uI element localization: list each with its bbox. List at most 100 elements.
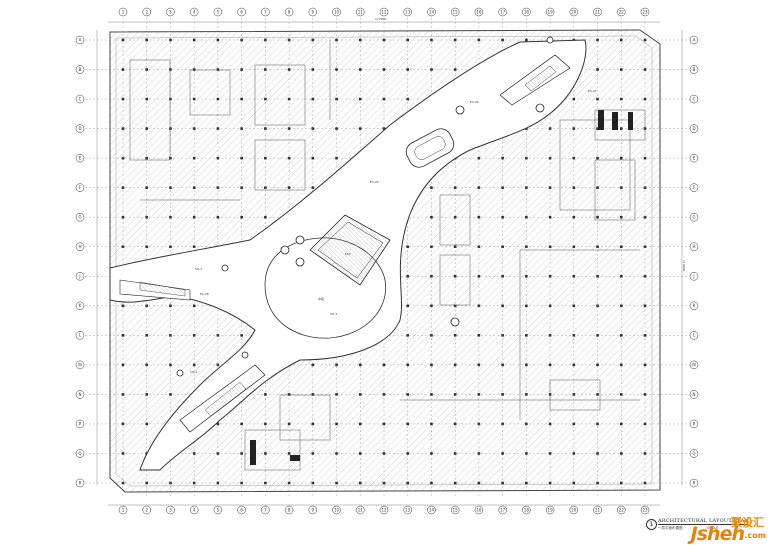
grid-bubble-column: 13 <box>403 7 412 17</box>
grid-bubble-column: 7 <box>261 7 270 17</box>
grid-bubble-column: 12 <box>379 7 389 17</box>
room-tag: ES-07 <box>588 89 597 93</box>
column-marker <box>145 156 149 160</box>
room-tag: ES-06 <box>470 100 479 104</box>
column-marker <box>145 245 149 249</box>
column-marker <box>216 38 220 42</box>
column-marker <box>643 393 647 396</box>
column-marker <box>192 481 196 485</box>
column-marker <box>596 127 599 130</box>
svg-text:21: 21 <box>595 9 601 14</box>
column-marker <box>525 186 528 189</box>
column-marker <box>287 127 291 130</box>
column-marker <box>335 393 338 396</box>
column-marker <box>121 215 125 219</box>
column-marker <box>453 304 457 308</box>
column-marker <box>453 481 457 485</box>
svg-text:17: 17 <box>500 507 506 512</box>
column-marker <box>548 156 552 160</box>
column-marker <box>453 274 457 278</box>
column-marker <box>643 68 647 71</box>
column-marker <box>145 127 149 130</box>
svg-text:4: 4 <box>193 9 196 14</box>
svg-text:A: A <box>693 37 696 42</box>
svg-text:H: H <box>692 244 695 249</box>
column-marker <box>453 363 457 367</box>
column-marker <box>169 127 172 130</box>
svg-text:8: 8 <box>288 507 291 512</box>
svg-text:F: F <box>79 185 82 190</box>
column-marker <box>525 452 528 455</box>
grid-bubble-row: E <box>75 153 85 163</box>
column-marker <box>572 304 576 308</box>
svg-text:12: 12 <box>381 507 387 512</box>
column-marker <box>311 127 315 130</box>
column-marker <box>264 422 267 426</box>
column-marker <box>145 334 149 337</box>
grid-bubble-row: Q <box>689 449 699 458</box>
column-marker <box>240 422 243 426</box>
grid-bubble-column: 23 <box>640 505 650 515</box>
shop-partitions <box>129 40 646 471</box>
column-marker <box>382 38 386 42</box>
column-marker <box>619 245 623 249</box>
grid-bubble-row: D <box>689 124 699 133</box>
grid-bubble-row: M <box>689 360 699 370</box>
grid-bubble-column: 21 <box>593 505 602 515</box>
svg-text:9: 9 <box>312 507 315 512</box>
grid-bubble-column: 5 <box>213 7 223 17</box>
column-marker <box>596 274 599 278</box>
column-marker <box>406 274 410 278</box>
column-marker <box>192 334 196 337</box>
column-marker <box>501 304 504 308</box>
column-marker <box>287 481 291 485</box>
grid-bubble-column: 15 <box>450 7 460 17</box>
column-marker <box>501 245 504 249</box>
column-marker <box>477 481 481 485</box>
column-marker <box>145 422 149 426</box>
column-marker <box>619 186 623 189</box>
column-marker <box>430 452 433 455</box>
column-marker <box>311 363 315 367</box>
column-marker <box>406 334 410 337</box>
column-marker <box>643 363 647 367</box>
svg-text:G: G <box>692 215 695 220</box>
column-marker <box>287 68 291 71</box>
svg-text:18: 18 <box>524 507 530 512</box>
svg-text:J: J <box>78 274 80 279</box>
column-marker <box>121 186 125 189</box>
column-marker <box>145 215 149 219</box>
column-marker <box>596 186 599 189</box>
column-marker <box>643 452 647 455</box>
grid-bubble-column: 10 <box>332 505 341 515</box>
column-marker <box>358 97 362 101</box>
column-marker <box>145 38 149 42</box>
column-marker <box>335 127 338 130</box>
column-marker <box>453 68 457 71</box>
dimension-side-text: 118800 <box>682 260 686 272</box>
column-marker <box>572 334 576 337</box>
grid-bubble-column: 14 <box>427 505 436 515</box>
column-marker <box>311 68 315 71</box>
column-marker <box>501 481 504 485</box>
grid-bubble-column: 6 <box>237 7 246 17</box>
column-marker <box>596 452 599 455</box>
column-marker <box>287 97 291 101</box>
column-marker <box>121 334 125 337</box>
column-marker <box>501 452 504 455</box>
grid-bubble-row: N <box>75 390 85 399</box>
column-marker <box>501 38 504 42</box>
grid-bubble-row: E <box>689 153 699 163</box>
column-marker <box>477 245 481 249</box>
column-marker <box>406 422 410 426</box>
column-marker <box>311 156 315 160</box>
column-marker <box>358 481 362 485</box>
column-marker <box>216 156 220 160</box>
column-marker <box>121 127 125 130</box>
column-marker <box>358 422 362 426</box>
column-marker <box>406 481 410 485</box>
svg-text:1: 1 <box>122 507 125 512</box>
column-marker <box>145 68 149 71</box>
column-marker <box>287 186 291 189</box>
